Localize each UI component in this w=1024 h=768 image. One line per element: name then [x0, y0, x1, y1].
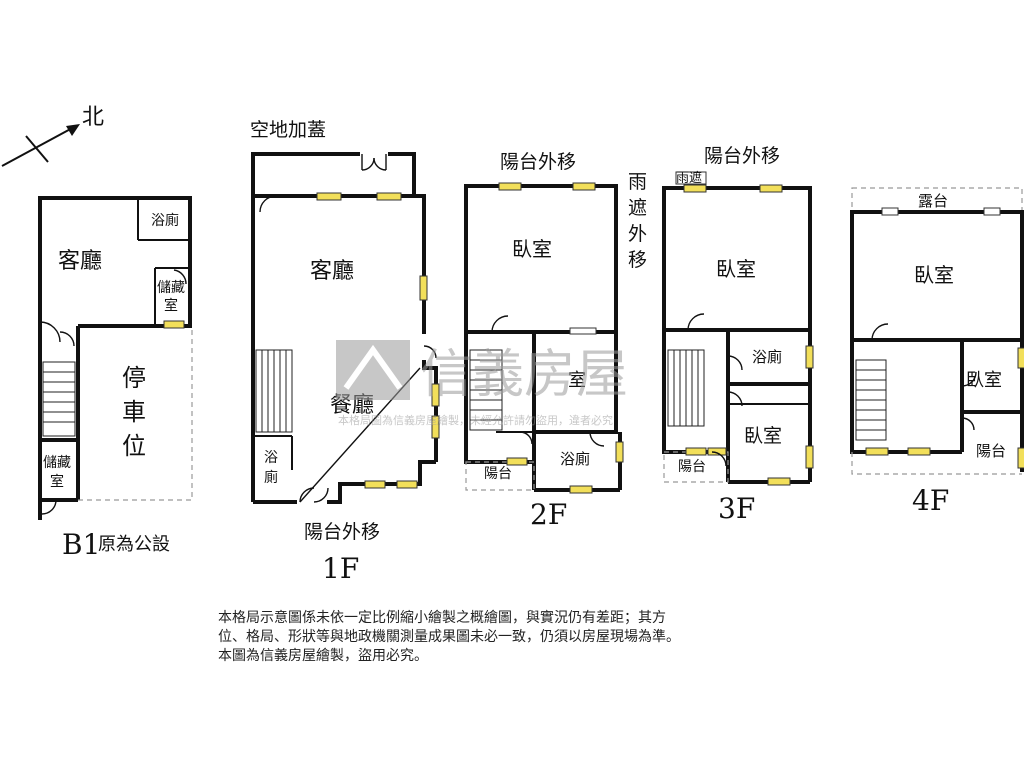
- 2f-floor-title: 2F: [530, 498, 567, 531]
- 2f-canopy-label-1: 雨: [628, 171, 647, 193]
- 3f-canopy-label: 雨遮: [676, 170, 702, 186]
- b1-floor-title: B1: [62, 528, 100, 561]
- 1f-bath-label-2: 廁: [264, 469, 278, 486]
- disclaimer-line-2: 位、格局、形狀等與地政機關測量成果圖未必一致，仍須以房屋現場為準。: [218, 629, 680, 645]
- 4f-bedroom-1-label: 臥室: [914, 263, 954, 287]
- 1f-living-label: 客廳: [310, 259, 354, 284]
- watermark-roof-icon: [343, 344, 403, 390]
- watermark-brand: 信義房屋: [420, 345, 628, 405]
- watermark-subtext: 本格局圖為信義房屋繪製，未經允許請勿盜用，違者必究: [338, 413, 613, 427]
- 4f-balcony-label: 陽台: [976, 442, 1006, 460]
- 2f-bedroom-label: 臥室: [512, 237, 552, 261]
- 1f-balcony-moved-label: 陽台外移: [304, 521, 380, 543]
- disclaimer: 本格局示意圖係未依一定比例縮小繪製之概繪圖，與實況仍有差距；其方 位、格局、形狀…: [218, 609, 818, 666]
- 3f-balcony-moved-label: 陽台外移: [704, 145, 780, 167]
- b1-parking-label-1: 停: [122, 364, 146, 392]
- 4f-floor-title: 4F: [912, 484, 949, 517]
- 2f-balcony-moved-label: 陽台外移: [500, 151, 576, 173]
- 2f-room-label: 室: [568, 370, 586, 391]
- 3f-balcony-label: 陽台: [678, 459, 706, 475]
- 3f-bath-label: 浴廁: [752, 348, 782, 366]
- b1-storage-top-label-1: 儲藏: [157, 280, 185, 296]
- north-arrow-icon: [1, 124, 80, 167]
- north-label: 北: [82, 105, 104, 130]
- 2f-canopy-label-4: 移: [628, 249, 647, 271]
- b1-living-label: 客廳: [58, 249, 102, 274]
- 4f-bedroom-2-label: 臥室: [966, 370, 1002, 391]
- floor-2f: [464, 182, 624, 494]
- 2f-bath-label: 浴廁: [560, 450, 590, 468]
- watermark: [336, 340, 410, 400]
- 2f-balcony-label: 陽台: [484, 466, 512, 482]
- 1f-bath-label-1: 浴: [264, 450, 278, 466]
- floor-b1: [38, 196, 193, 520]
- b1-parking-label-2: 車: [122, 398, 146, 426]
- disclaimer-line-3: 本圖為信義房屋繪製，盜用必究。: [218, 648, 428, 664]
- b1-storage-bottom-label-2: 室: [50, 473, 64, 490]
- b1-parking-label-3: 位: [122, 432, 146, 460]
- 3f-floor-title: 3F: [718, 492, 755, 525]
- 1f-addition-label: 空地加蓋: [250, 119, 326, 141]
- 1f-floor-title: 1F: [322, 552, 359, 585]
- floor-3f: [662, 171, 814, 486]
- 3f-bedroom-2-label: 臥室: [744, 425, 782, 447]
- b1-floor-note: 原為公設: [98, 534, 170, 555]
- 3f-bedroom-1-label: 臥室: [716, 257, 756, 281]
- 2f-canopy-label-2: 遮: [628, 197, 647, 219]
- floor-1f: [251, 152, 440, 504]
- b1-bath-label: 浴廁: [151, 212, 179, 229]
- 4f-terrace-label: 露台: [918, 192, 948, 210]
- 2f-canopy-label-3: 外: [628, 223, 647, 245]
- floor-4f: [850, 187, 1024, 475]
- b1-storage-bottom-label-1: 儲藏: [43, 455, 71, 471]
- b1-storage-top-label-2: 室: [164, 297, 178, 314]
- disclaimer-line-1: 本格局示意圖係未依一定比例縮小繪製之概繪圖，與實況仍有差距；其方: [218, 610, 666, 626]
